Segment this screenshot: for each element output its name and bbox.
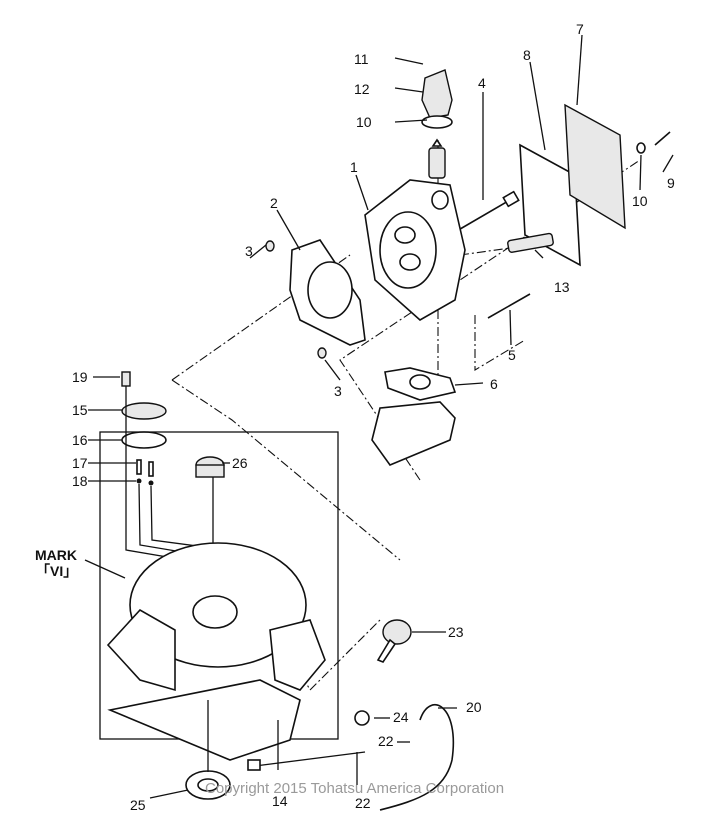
callout-13: 12 (354, 81, 370, 97)
callout-23: 23 (448, 624, 464, 640)
oil-seal-part (195, 456, 225, 600)
cover-part (564, 103, 626, 230)
head-gasket-part (289, 239, 366, 346)
fitting-part (247, 759, 261, 771)
callout-18: 17 (72, 455, 88, 471)
callout-19: 18 (72, 473, 88, 489)
screw-part (121, 371, 131, 387)
callout-15: 14 (272, 793, 288, 809)
callout-1: 1 (350, 159, 358, 175)
callout-6: 6 (490, 376, 498, 392)
callout-21: 20 (466, 699, 482, 715)
dowel-pin-part (317, 347, 327, 359)
hose-line (254, 751, 366, 767)
assembly-line (474, 315, 526, 371)
crankcase-part (106, 542, 326, 761)
callout-7: 7 (576, 21, 584, 37)
screw-part (654, 131, 671, 146)
callout-3: 3 (245, 243, 253, 259)
callout-3: 3 (334, 383, 342, 399)
washer-part (636, 142, 646, 154)
mark-label: MARK (35, 547, 77, 563)
bolt-head (502, 190, 520, 208)
bolt-part (454, 199, 511, 233)
thermostat-cover-part (421, 69, 453, 129)
callout-20: 19 (72, 369, 88, 385)
callout-2: 2 (270, 195, 278, 211)
spark-plug-part (507, 232, 554, 253)
ball-part (148, 480, 154, 486)
callout-12: 11 (354, 51, 369, 67)
callout-16: 15 (72, 402, 88, 418)
callout-22: 22 (355, 795, 371, 811)
cover-plate-part (371, 401, 456, 466)
callout-17: 16 (72, 432, 88, 448)
callout-24: 24 (393, 709, 409, 725)
thermostat-part (428, 138, 446, 179)
bearing-part (185, 700, 231, 800)
callout-11: 10 (356, 114, 372, 130)
gasket-part (384, 367, 457, 401)
callout-5: 5 (508, 347, 516, 363)
callout-8: 8 (523, 47, 531, 63)
oil-plug-part (376, 619, 412, 663)
cylinder-head-part (364, 179, 466, 321)
mark-label-symbol: 「VI」 (36, 563, 77, 579)
callout-4: 4 (478, 75, 486, 91)
hose-part (379, 704, 455, 811)
pin-part (148, 461, 154, 477)
callout-14: 13 (554, 279, 570, 295)
assembly-line (459, 247, 511, 256)
dowel-pin-part (265, 240, 275, 252)
plate-part (121, 402, 167, 420)
bolt-part (487, 293, 531, 319)
callout-9: 9 (667, 175, 675, 191)
copyright-watermark: Copyright 2015 Tohatsu America Corporati… (205, 780, 504, 797)
assembly-line (171, 254, 401, 561)
callout-25: 26 (232, 455, 248, 471)
o-ring-part (354, 710, 370, 726)
gasket-part (121, 431, 167, 449)
leader-lines (84, 34, 674, 799)
gasket-part (519, 143, 581, 267)
ball-part (136, 478, 142, 484)
callout-26: 25 (130, 797, 146, 813)
callout-22: 22 (378, 733, 394, 749)
callout-10: 10 (632, 193, 648, 209)
assembly-line (339, 159, 641, 481)
assembly-line (269, 614, 381, 691)
pin-part (136, 459, 142, 475)
